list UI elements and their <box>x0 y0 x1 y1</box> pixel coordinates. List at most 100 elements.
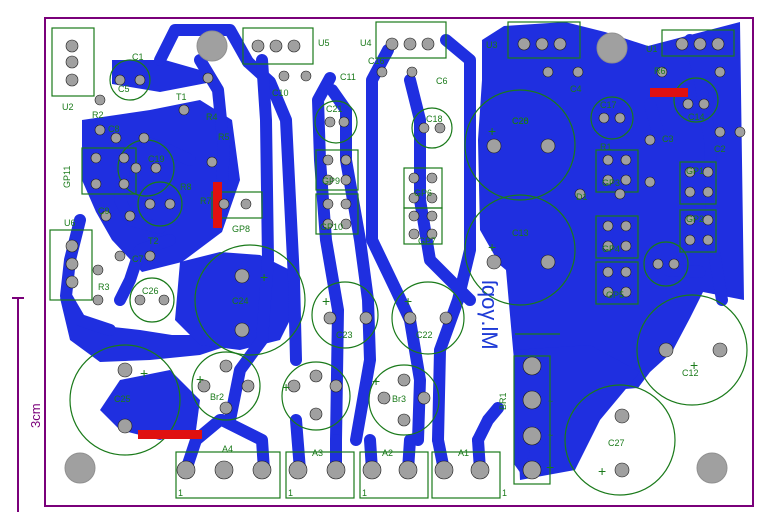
svg-text:+: + <box>598 463 606 479</box>
c17-outline <box>590 96 634 140</box>
label-u2: U2 <box>62 102 74 112</box>
label-c11: C11 <box>340 72 356 82</box>
svg-text:+: + <box>372 373 380 389</box>
label-c10: C10 <box>272 88 289 98</box>
c26-outline <box>129 277 175 323</box>
label-c6: C6 <box>436 76 448 86</box>
jumper-r7 <box>213 182 222 228</box>
label-pin-a1: 1 <box>502 488 507 498</box>
gp10-outline <box>315 193 359 235</box>
br2-outline <box>191 351 261 421</box>
c13-outline <box>464 194 576 306</box>
u5-outline <box>242 27 314 65</box>
c14-outline <box>673 77 719 123</box>
label-c18: C18 <box>426 114 443 124</box>
label-gp3: GP3 <box>602 178 620 188</box>
jumpers <box>138 88 688 439</box>
label-gp7: GP7 <box>418 236 436 246</box>
label-gp4: GP4 <box>602 244 620 254</box>
c12b-outline <box>137 181 183 227</box>
c20-outline <box>464 89 576 201</box>
c25-outline <box>69 344 181 456</box>
label-c4: C4 <box>570 84 582 94</box>
label-u1: U1 <box>646 44 658 54</box>
label-br3: Br3 <box>392 394 406 404</box>
svg-text:+: + <box>690 357 698 373</box>
gp2-outline <box>679 209 717 253</box>
label-br2: Br2 <box>210 392 224 402</box>
label-r5: R5 <box>218 132 230 142</box>
label-r8: R8 <box>180 182 192 192</box>
label-c28: C28 <box>512 116 529 126</box>
label-r4: R4 <box>206 112 218 122</box>
copper-pour-left-c <box>60 298 230 362</box>
label-gp1: GP1 <box>686 166 704 176</box>
label-c21: C21 <box>326 104 343 114</box>
polarity-marks: + + + + + + + + + + + + <box>140 123 698 479</box>
gp8-outline <box>211 191 263 219</box>
pads <box>65 37 746 480</box>
label-r7: R7 <box>200 196 212 206</box>
label-t2: T2 <box>148 236 159 246</box>
label-tilde-1: ~ <box>548 396 553 406</box>
label-c9: C9 <box>98 206 110 216</box>
label-gp10: GP10 <box>320 222 343 232</box>
label-c1: C1 <box>132 52 144 62</box>
label-a1: A1 <box>458 448 469 458</box>
label-r2: R2 <box>92 110 104 120</box>
c18-outline <box>411 107 453 149</box>
label-u6: U6 <box>64 218 76 228</box>
component-labels: U1 U2 U3 U4 U5 U6 C1 C2 C3 C4 C5 C6 C7 C… <box>62 38 726 498</box>
label-c26: C26 <box>142 286 159 296</box>
gp4-outline <box>595 215 639 259</box>
svg-text:+: + <box>322 293 330 309</box>
svg-text:+: + <box>140 365 148 381</box>
c27-outline <box>564 384 676 496</box>
label-u3: U3 <box>486 40 498 50</box>
label-c19: C19 <box>148 154 165 164</box>
u3-outline <box>507 21 581 59</box>
silkscreen-layer <box>49 21 748 499</box>
svg-text:+: + <box>282 379 290 395</box>
label-gp8: GP8 <box>232 224 250 234</box>
label-c23: C23 <box>336 330 353 340</box>
c23-outline <box>311 281 379 349</box>
br3-outline <box>368 364 440 436</box>
label-c12: C12 <box>682 368 699 378</box>
label-a3: A3 <box>312 448 323 458</box>
label-gp9: GP9 <box>322 176 340 186</box>
svg-text:+: + <box>488 123 496 139</box>
br1-outline <box>281 361 351 431</box>
label-br1: BR1 <box>498 392 508 410</box>
scale-bar: 3cm <box>12 297 43 512</box>
label-c24: C24 <box>232 296 249 306</box>
board-signature: ſqoγ.lM <box>477 280 502 350</box>
c15-outline <box>643 241 689 287</box>
jumper-c25 <box>138 430 202 439</box>
gp7-outline <box>403 207 443 245</box>
label-c27: C27 <box>608 438 625 448</box>
label-c14: C14 <box>688 112 705 122</box>
label-r3: R3 <box>98 282 110 292</box>
u4-outline <box>375 21 447 59</box>
label-c16: C16 <box>368 56 385 66</box>
label-t1: T1 <box>176 92 187 102</box>
svg-text:+: + <box>488 239 496 255</box>
br1-connector-outline <box>513 355 551 485</box>
svg-text:+: + <box>404 293 412 309</box>
c22-outline <box>391 281 465 355</box>
label-pin-a2: 1 <box>362 488 367 498</box>
label-gp11: GP11 <box>62 166 72 188</box>
svg-text:+: + <box>546 459 554 475</box>
c24-outline <box>194 244 306 356</box>
label-c22: C22 <box>416 330 433 340</box>
u1-outline <box>661 29 735 57</box>
u2-outline <box>51 27 95 97</box>
label-c13: C13 <box>512 228 529 238</box>
a4-outline <box>175 451 281 499</box>
label-r1: R1 <box>600 142 612 152</box>
label-c20: C20 <box>512 116 529 126</box>
svg-text:+: + <box>196 371 204 387</box>
label-gp6: GP6 <box>414 188 432 198</box>
